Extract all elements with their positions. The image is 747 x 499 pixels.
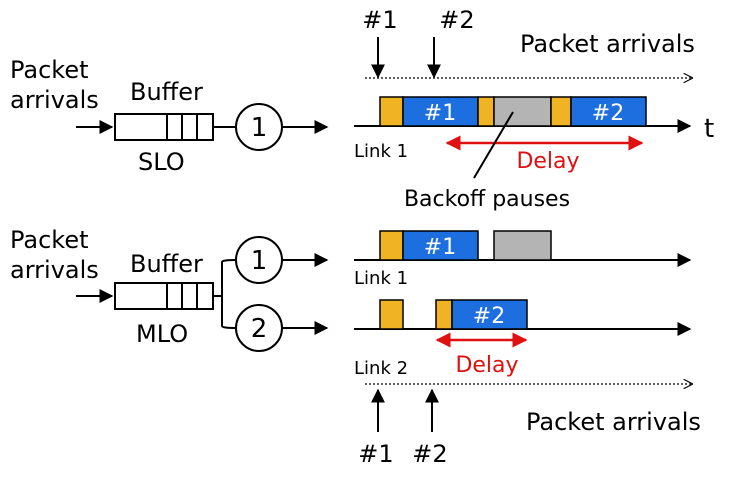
slo-mode-label: SLO [138, 148, 185, 176]
slo-backoff-pointer [473, 111, 514, 179]
slo-link-1-label: Link 1 [354, 141, 408, 162]
mlo-packet-2-block [451, 299, 528, 330]
slo-time-label: t [704, 114, 714, 144]
mlo-delay-label: Delay [455, 353, 518, 378]
mlo-packet-1-block [402, 230, 479, 261]
slo-section: Packet arrivals Buffer SLO 1 #1 #2 Packe… [10, 6, 714, 212]
slo-arrivals-label: Packet arrivals [520, 30, 695, 58]
slo-delay-label: Delay [516, 149, 579, 174]
mlo-branch-to-server-1 [213, 259, 237, 297]
slo-server-1-label: 1 [251, 113, 268, 143]
mlo-server-1-label: 1 [251, 246, 268, 276]
mlo-input-label-2: arrivals [10, 256, 99, 284]
mlo-link-2-label: Link 2 [354, 358, 408, 379]
mlo-arrival-1-label: #1 [358, 440, 393, 468]
mlo-branch-to-server-2 [221, 296, 237, 329]
mlo-packet-1-label: #1 [424, 235, 456, 260]
slo-packet-2-label: #2 [592, 101, 624, 126]
mlo-arrivals-label: Packet arrivals [526, 408, 701, 436]
mlo-link-2-backoff-slot-2 [435, 299, 453, 330]
mlo-server-2-label: 2 [251, 314, 268, 344]
mlo-link-1-backoff-slot [379, 230, 404, 261]
mlo-link-2-backoff-slot-1 [379, 299, 404, 330]
slo-buffer-label: Buffer [130, 78, 203, 106]
slo-backoff-pause [493, 96, 552, 127]
slo-arrival-2-label: #2 [439, 6, 474, 34]
mlo-buffer-label: Buffer [130, 250, 203, 278]
mlo-link-1-pause [493, 230, 552, 261]
slo-arrival-1-label: #1 [362, 6, 397, 34]
mlo-mode-label: MLO [136, 320, 188, 348]
slo-backoff-slot-2 [477, 96, 495, 127]
slo-packet-1-label: #1 [424, 101, 456, 126]
mlo-packet-2-label: #2 [473, 304, 505, 329]
mlo-input-label-1: Packet [10, 226, 89, 254]
mlo-section: Packet arrivals Buffer MLO 1 2 #1 Link 1 [10, 226, 701, 468]
slo-input-label-1: Packet [10, 56, 89, 84]
mlo-buffer [114, 282, 214, 310]
slo-packet-1-block [402, 96, 479, 127]
slo-backoff-label: Backoff pauses [404, 187, 570, 212]
slo-backoff-slot-1 [379, 96, 404, 127]
mlo-arrival-2-label: #2 [412, 440, 447, 468]
slo-buffer [114, 113, 214, 141]
slo-packet-2-block [570, 96, 647, 127]
slo-input-label-2: arrivals [10, 86, 99, 114]
slo-backoff-slot-3 [550, 96, 572, 127]
mlo-link-1-label: Link 1 [354, 268, 408, 289]
